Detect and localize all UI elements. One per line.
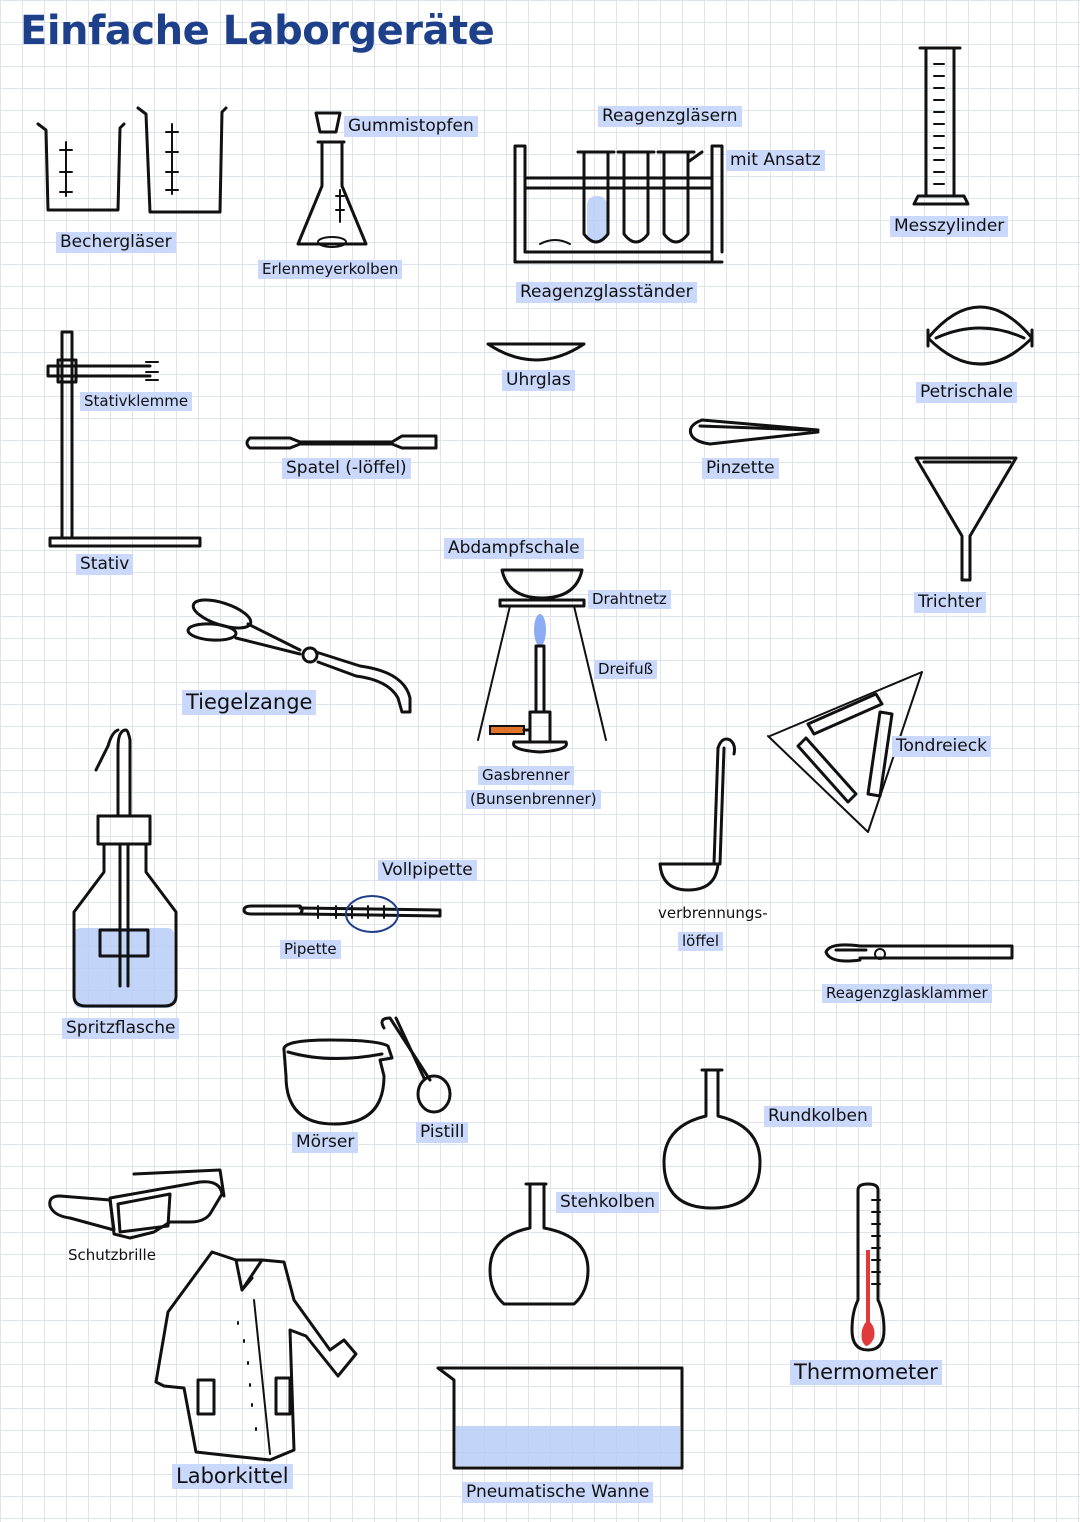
label-trichter: Trichter bbox=[914, 592, 986, 613]
label-pipette: Pipette bbox=[280, 940, 341, 959]
burner-assembly-drawing bbox=[477, 568, 607, 754]
label-stehkolben: Stehkolben bbox=[556, 1192, 660, 1213]
clay-triangle-drawing bbox=[767, 671, 923, 833]
label-spritzflasche: Spritzflasche bbox=[62, 1018, 180, 1039]
label-gummistopfen: Gummistopfen bbox=[344, 116, 478, 137]
label-pistill: Pistill bbox=[416, 1122, 469, 1143]
crucible-tongs-drawing bbox=[186, 598, 412, 714]
label-bunsenbrenner: (Bunsenbrenner) bbox=[466, 790, 601, 809]
erlenmeyer-flask-drawing bbox=[296, 111, 368, 248]
label-vollpipette: Vollpipette bbox=[378, 860, 477, 881]
label-gasbrenner: Gasbrenner bbox=[478, 766, 574, 785]
label-rundkolben: Rundkolben bbox=[764, 1106, 872, 1127]
measuring-cylinder-drawing bbox=[912, 46, 970, 206]
beaker-drawings bbox=[36, 106, 228, 214]
mortar-and-pestle-drawing bbox=[282, 1016, 452, 1126]
label-abdampfschale: Abdampfschale bbox=[444, 538, 584, 559]
pipette-drawing bbox=[242, 895, 442, 933]
combustion-spoon-drawing bbox=[658, 737, 736, 892]
label-reagenzglasklammer: Reagenzglasklammer bbox=[822, 984, 992, 1003]
label-erlenmeyerkolben: Erlenmeyerkolben bbox=[258, 260, 403, 279]
label-dreifuss: Dreifuß bbox=[594, 660, 658, 679]
label-stativ: Stativ bbox=[76, 554, 134, 575]
label-reagenzglasstaender: Reagenzglasständer bbox=[516, 282, 697, 303]
page-title: Einfache Laborgeräte bbox=[20, 8, 495, 54]
wash-bottle-drawing bbox=[72, 728, 178, 1008]
label-messzylinder: Messzylinder bbox=[890, 216, 1009, 237]
label-pneumatische-wanne: Pneumatische Wanne bbox=[462, 1482, 654, 1503]
label-stativklemme: Stativklemme bbox=[80, 392, 193, 411]
label-petrischale: Petrischale bbox=[916, 382, 1018, 403]
stand-and-clamp-drawing bbox=[46, 330, 202, 548]
label-uhrglas: Uhrglas bbox=[502, 370, 575, 391]
label-spatel: Spatel (-löffel) bbox=[282, 458, 411, 479]
label-drahtnetz: Drahtnetz bbox=[588, 590, 671, 609]
label-mit-ansatz: mit Ansatz bbox=[726, 150, 825, 171]
thermometer-drawing bbox=[850, 1182, 886, 1352]
label-verbrennungs: verbrennungs- bbox=[658, 904, 768, 922]
label-becherglaeser: Bechergläser bbox=[56, 232, 176, 253]
label-moerser: Mörser bbox=[292, 1132, 359, 1153]
label-pinzette: Pinzette bbox=[702, 458, 779, 479]
tweezers-drawing bbox=[688, 418, 820, 446]
label-loeffel: löffel bbox=[678, 932, 724, 951]
petri-dish-drawing bbox=[926, 305, 1034, 366]
watch-glass-drawing bbox=[486, 342, 586, 362]
flat-bottom-flask-drawing bbox=[488, 1182, 590, 1306]
lab-coat-drawing bbox=[154, 1250, 358, 1462]
pneumatic-trough-drawing bbox=[436, 1366, 684, 1470]
label-laborkittel: Laborkittel bbox=[172, 1464, 293, 1489]
label-thermometer: Thermometer bbox=[790, 1360, 942, 1385]
label-reagenzglaesern: Reagenzgläsern bbox=[598, 106, 742, 127]
label-tondreieck: Tondreieck bbox=[892, 736, 991, 757]
label-schutzbrille: Schutzbrille bbox=[68, 1246, 156, 1264]
test-tube-rack-drawing bbox=[513, 144, 724, 264]
label-tiegelzange: Tiegelzange bbox=[182, 690, 317, 715]
spatula-drawing bbox=[245, 434, 438, 450]
test-tube-holder-drawing bbox=[824, 943, 1014, 963]
round-bottom-flask-drawing bbox=[662, 1068, 762, 1210]
safety-goggles-drawing bbox=[48, 1168, 226, 1240]
funnel-drawing bbox=[914, 456, 1018, 582]
